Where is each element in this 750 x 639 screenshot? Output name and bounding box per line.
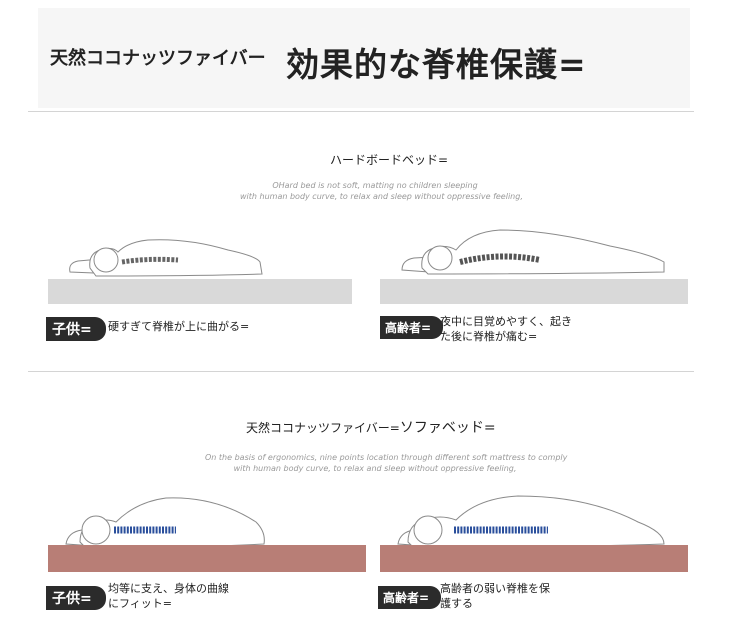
elder-badge-soft: 高齢者= (378, 586, 442, 609)
hard-section-title: ハードボードベッド= (330, 153, 449, 167)
elder-badge-hard: 高齢者= (380, 316, 444, 339)
child-badge-soft: 子供= (46, 586, 106, 610)
hard-section-subtitle: OHard bed is not soft, matting no childr… (240, 181, 523, 201)
headline: 効果的な脊椎保護= (286, 45, 587, 84)
soft-mattress-left (48, 545, 366, 572)
soft-section-title: 天然ココナッツファイバー=ソファベッド= (246, 420, 496, 436)
child-soft-caption: 均等に支え、身体の曲線 にフィット= (108, 582, 229, 610)
product-title: 天然ココナッツファイバー (50, 48, 266, 69)
elder-on-soft-bed-illustration (397, 495, 665, 549)
hard-mattress-left (48, 279, 352, 304)
hard-mattress-right (380, 279, 688, 304)
elder-soft-caption: 高齢者の弱い脊椎を保 護する (440, 582, 550, 610)
soft-section-subtitle: On the basis of ergonomics, nine points … (205, 453, 568, 473)
child-badge-hard: 子供= (46, 317, 106, 341)
soft-mattress-right (380, 545, 688, 572)
child-hard-caption: 硬すぎて脊椎が上に曲がる= (108, 320, 250, 333)
header-band (38, 8, 690, 108)
elder-on-hard-bed-illustration (401, 229, 665, 275)
elder-hard-caption: 夜中に目覚めやすく、起き た後に脊椎が痛む= (440, 315, 572, 343)
divider-middle (28, 371, 694, 372)
divider-top (28, 111, 694, 112)
child-on-soft-bed-illustration (65, 497, 265, 549)
child-on-hard-bed-illustration (69, 239, 263, 277)
